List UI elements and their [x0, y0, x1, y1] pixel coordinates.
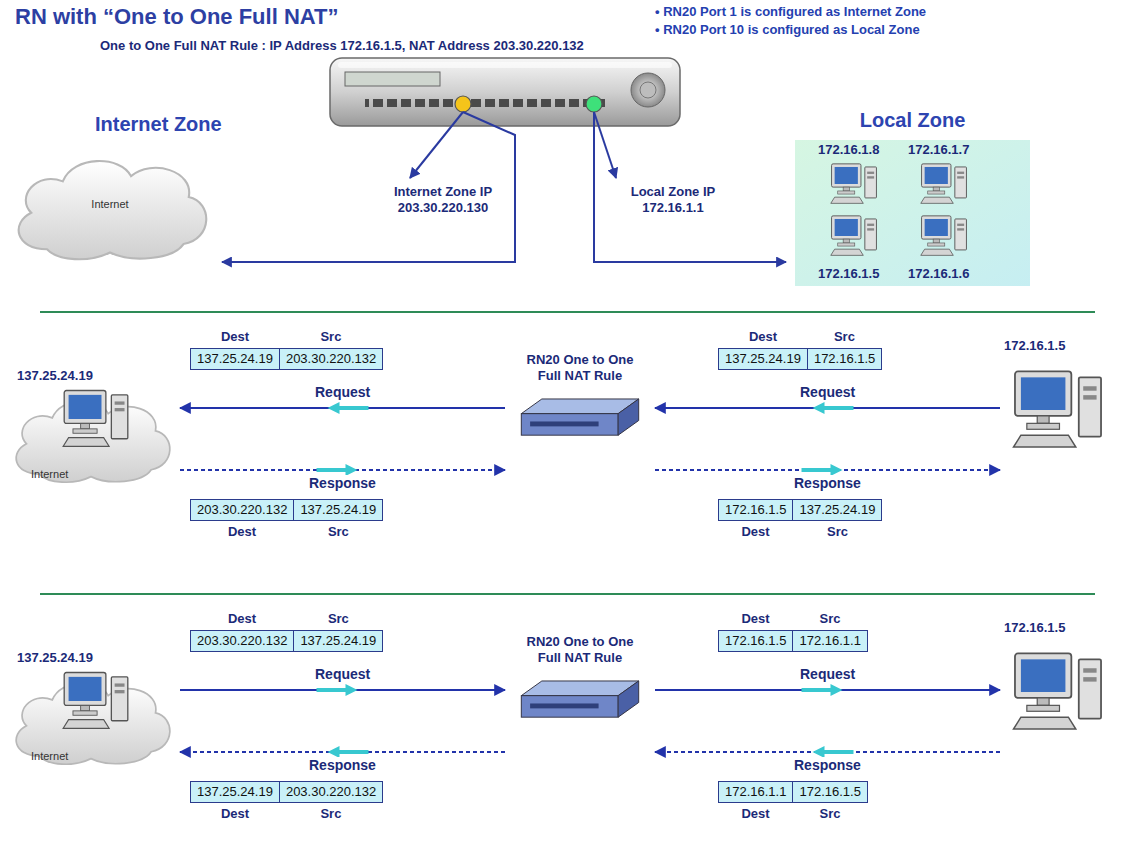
nat-switch: RN20 One to One Full NAT Rule: [505, 634, 655, 726]
switch-icon: [521, 399, 638, 435]
internet-host: 137.25.24.19Internet: [5, 650, 180, 772]
section-separators: [40, 312, 1095, 594]
config-note: • RN20 Port 10 is configured as Local Zo…: [655, 22, 920, 38]
internet-host: 137.25.24.19Internet: [5, 368, 180, 490]
node-text: 137.25.24.19: [17, 368, 93, 384]
node-text: 172.16.1.6: [908, 266, 969, 282]
flow-label: Response: [792, 475, 863, 492]
connector: [180, 402, 505, 414]
flow-label: Request: [313, 666, 372, 683]
internet-cloud: Internet: [5, 150, 215, 265]
field-header: Src: [279, 806, 383, 822]
address-cell: 203.30.220.132: [279, 781, 383, 803]
router-device: [330, 58, 680, 126]
address-cell: 172.16.1.5: [807, 348, 882, 370]
node-text: RN20 One to One Full NAT Rule: [520, 634, 640, 665]
flow-label: Response: [307, 757, 378, 774]
field-header: Src: [279, 329, 383, 345]
node-text: 137.25.24.19: [17, 650, 93, 666]
field-header: Dest: [718, 611, 793, 627]
field-header: Dest: [718, 524, 793, 540]
computer-icon: [63, 390, 128, 446]
address-cell: 137.25.24.19: [792, 499, 882, 521]
node-text: 172.16.1.7: [908, 142, 969, 158]
zone-wires: [222, 112, 786, 262]
computer-icon: [831, 164, 877, 203]
field-header: Dest: [190, 329, 280, 345]
address-cell: 172.16.1.5: [792, 781, 867, 803]
node-text: Internet: [5, 198, 215, 211]
field-header: Src: [293, 524, 383, 540]
node-text: Internet: [31, 468, 68, 481]
node-text: RN20 One to One Full NAT Rule: [520, 352, 640, 383]
field-header: Src: [807, 329, 882, 345]
address-cell: 203.30.220.132: [279, 348, 383, 370]
zone-heading: Internet Zone: [95, 112, 222, 136]
node-text: 172.16.1.5: [1004, 338, 1065, 354]
address-cell: 203.30.220.132: [190, 630, 294, 652]
node-text: Local Zone: [790, 108, 1035, 132]
field-header: Src: [792, 611, 867, 627]
flow-label: Response: [307, 475, 378, 492]
field-header: Src: [792, 806, 867, 822]
flow-label: Request: [798, 666, 857, 683]
address-cell: 137.25.24.19: [718, 348, 808, 370]
address-cell: 137.25.24.19: [190, 781, 280, 803]
address-cell: 172.16.1.5: [718, 630, 793, 652]
computer-icon: [1013, 371, 1101, 447]
address-cell: 137.25.24.19: [293, 630, 383, 652]
computer-icon: [831, 216, 877, 255]
nat-switch: RN20 One to One Full NAT Rule: [505, 352, 655, 444]
field-header: Src: [792, 524, 882, 540]
node-text: 172.16.1.8: [818, 142, 879, 158]
connector: [655, 402, 1000, 414]
switch-icon: [521, 681, 638, 717]
node-text: 172.16.1.5: [1004, 620, 1065, 636]
local-zone: Local Zone 172.16.1.8 172.16.1.7 172.16.1.5…: [790, 108, 1035, 286]
computer-icon: [63, 672, 128, 728]
address-cell: 137.25.24.19: [190, 348, 280, 370]
interface-label: Internet Zone IP 203.30.220.130: [380, 184, 506, 215]
field-header: Dest: [718, 329, 808, 345]
node-text: 172.16.1.5: [818, 266, 879, 282]
config-note: • RN20 Port 1 is configured as Internet …: [655, 4, 926, 20]
flow-label: Request: [798, 384, 857, 401]
local-host: 172.16.1.5: [1000, 338, 1112, 473]
address-cell: 137.25.24.19: [293, 499, 383, 521]
cloud-shape: [19, 161, 207, 259]
field-header: Dest: [190, 611, 294, 627]
field-header: Dest: [190, 524, 294, 540]
connector: [180, 684, 505, 696]
field-header: Dest: [190, 806, 280, 822]
connector: [655, 684, 1000, 696]
node-text: Internet: [31, 750, 68, 763]
flow-label: Request: [313, 384, 372, 401]
computer-icon: [921, 164, 967, 203]
field-header: Src: [293, 611, 383, 627]
local-zone-area: [795, 140, 1030, 286]
field-header: Dest: [718, 806, 793, 822]
local-host: 172.16.1.5: [1000, 620, 1112, 755]
computer-icon: [1013, 653, 1101, 729]
address-cell: 172.16.1.1: [718, 781, 793, 803]
address-cell: 203.30.220.132: [190, 499, 294, 521]
interface-label: Local Zone IP 172.16.1.1: [618, 184, 728, 215]
address-cell: 172.16.1.5: [718, 499, 793, 521]
flow-label: Response: [792, 757, 863, 774]
diagram-title: RN with “One to One Full NAT”: [15, 4, 338, 30]
computer-icon: [921, 216, 967, 255]
rule-note: One to One Full NAT Rule : IP Address 17…: [100, 38, 584, 54]
address-cell: 172.16.1.1: [792, 630, 867, 652]
